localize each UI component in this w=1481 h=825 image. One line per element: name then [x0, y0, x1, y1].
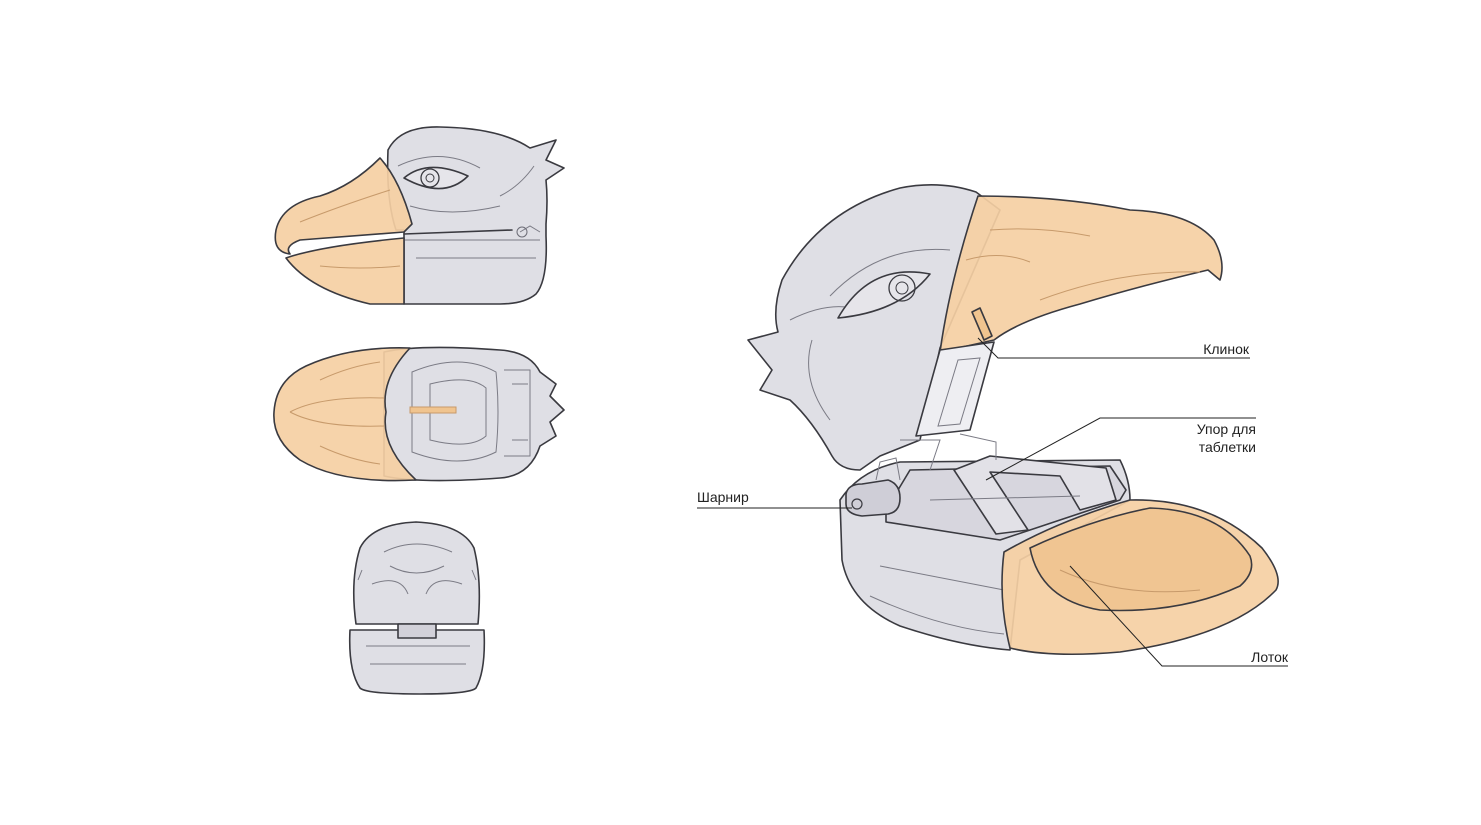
- label-tray: Лоток: [1251, 649, 1289, 665]
- perspective-hinge-pin: [851, 498, 863, 510]
- side-view-head: [386, 126, 565, 305]
- perspective-hinge: [845, 479, 901, 517]
- leader-line-pill-stop: [985, 417, 1256, 481]
- callout-hinge: Шарнир: [697, 489, 852, 509]
- label-pill-stop-line2: таблетки: [1199, 439, 1256, 455]
- front-view: [348, 521, 486, 695]
- leader-line-blade: [977, 337, 1250, 359]
- side-view-lower-beak: [285, 237, 405, 305]
- side-view: [274, 126, 565, 305]
- label-pill-stop-line1: Упор для: [1197, 421, 1256, 437]
- front-view-base: [348, 629, 486, 695]
- top-view-beak: [273, 347, 417, 482]
- perspective-blade: [915, 341, 995, 437]
- callout-pill-stop: Упор для таблетки: [985, 417, 1256, 481]
- perspective-beak: [939, 195, 1223, 353]
- top-view: [273, 346, 565, 482]
- label-blade: Клинок: [1203, 341, 1250, 357]
- callout-blade: Клинок: [977, 337, 1250, 359]
- top-view-body: [383, 346, 565, 482]
- perspective-view: [747, 184, 1279, 656]
- perspective-head: [747, 184, 1001, 471]
- perspective-pill-stop: [953, 455, 1117, 535]
- perspective-eye: [837, 271, 931, 319]
- label-hinge: Шарнир: [697, 489, 749, 505]
- leader-line-tray: [1069, 565, 1288, 667]
- callout-tray: Лоток: [1069, 565, 1289, 667]
